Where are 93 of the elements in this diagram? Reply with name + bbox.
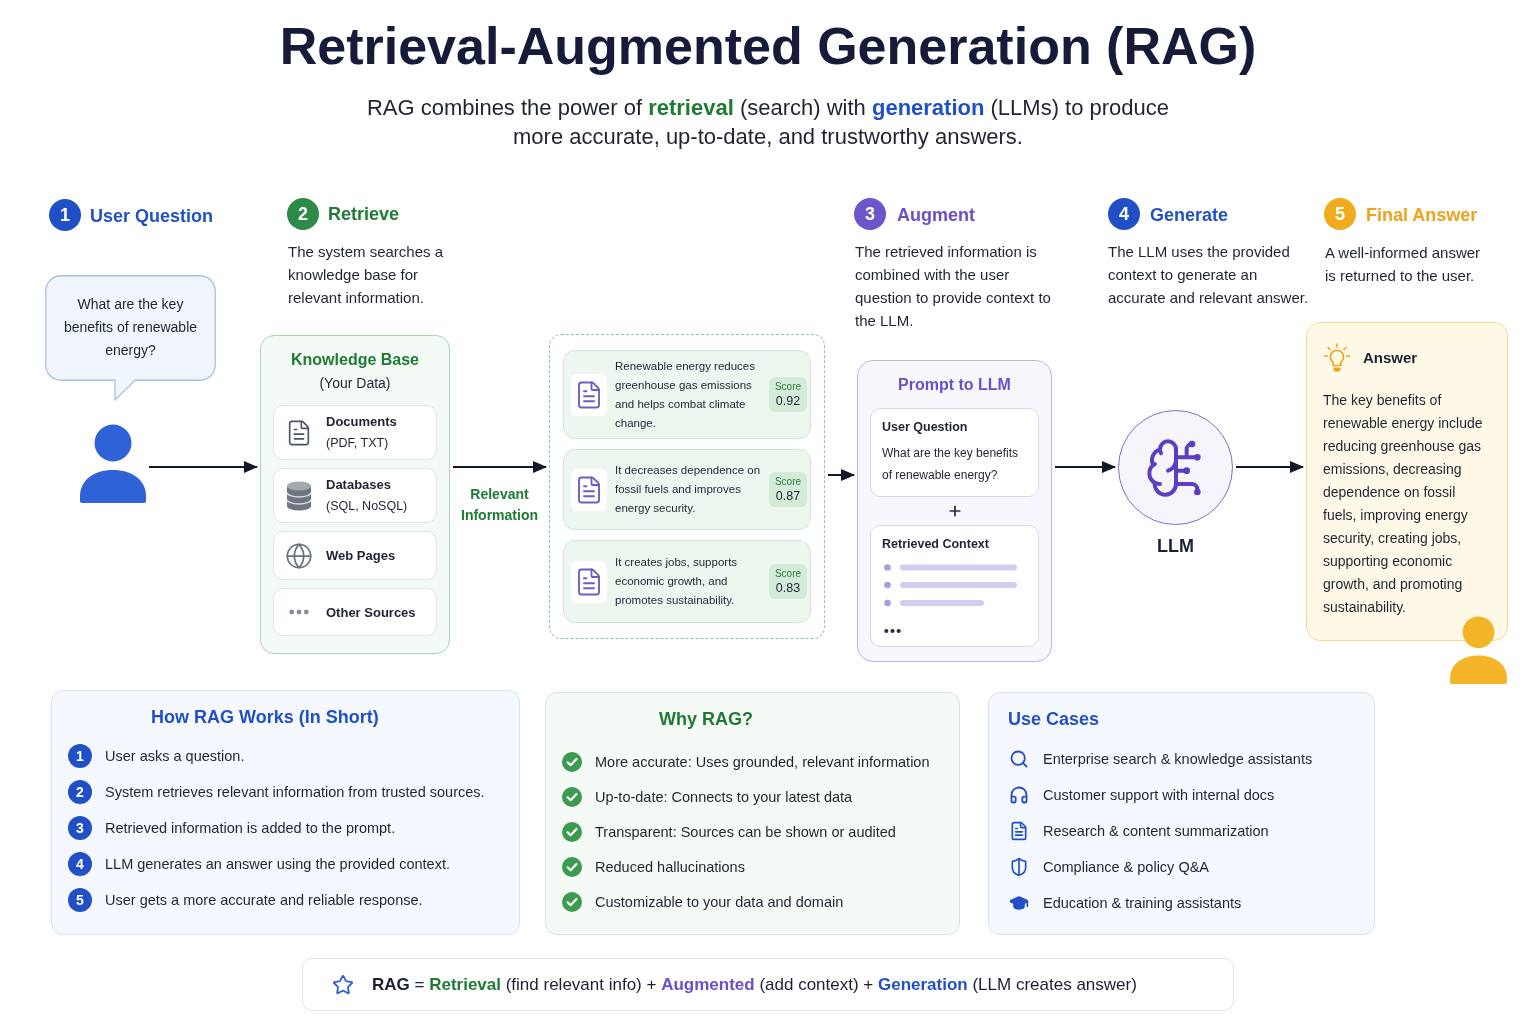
panel-subtitle: (Your Data): [319, 374, 391, 393]
list-item-text: Compliance & policy Q&A: [1043, 858, 1209, 877]
retrieved-results-panel: [549, 334, 825, 639]
list-item-text: User gets a more accurate and reliable response.: [105, 891, 423, 910]
section-title: User Question: [882, 419, 969, 436]
arrow: [1054, 461, 1116, 473]
source-formats: (PDF, TXT): [326, 435, 390, 452]
step-description: The retrieved information is combined with the user question to provide context to the LLM.: [855, 242, 1052, 331]
step-title: Generate: [1150, 204, 1229, 227]
list-item-text: Retrieved information is added to the prompt.: [105, 819, 396, 838]
step-number: 5: [68, 888, 92, 912]
step-description: The system searches a knowledge base for relevant information.: [288, 242, 445, 308]
answer-text: The key benefits of renewable energy include reducing greenhouse gas emissions, decreasing dependence on fossil fuels, improving energy security, creating jobs, supporting economic growth, and promoting sustainability.: [1323, 391, 1484, 617]
chunk-text: It decreases dependence on fossil fuels and improves energy security.: [615, 463, 761, 516]
score-tag: [769, 472, 807, 507]
source-name: Web Pages: [326, 547, 396, 565]
score-value: 0.87: [775, 487, 801, 504]
title: Retrieval-Augmented Generation (RAG): [279, 16, 1257, 77]
arrow: [827, 469, 855, 481]
source-name: Documents: [326, 413, 397, 431]
chunk-text: Renewable energy reduces greenhouse gas emissions and helps combat climate change.: [615, 358, 756, 431]
source-card: [273, 588, 437, 636]
step-number: 2: [287, 198, 319, 230]
speech-bubble: [45, 275, 216, 402]
list-item-text: More accurate: Uses grounded, relevant information: [595, 753, 930, 772]
retrieved-chunk-card: [563, 540, 811, 623]
source-name: Other Sources: [326, 603, 416, 622]
list-item-text: Transparent: Sources can be shown or audited: [595, 823, 896, 842]
source-card: [273, 405, 437, 460]
panel-title: How RAG Works (In Short): [151, 706, 380, 729]
score-tag: [769, 377, 807, 412]
summary-panel: [51, 690, 520, 935]
list-item-text: Customizable to your data and domain: [595, 893, 844, 912]
step-number: 1: [49, 199, 81, 231]
step-number: 1: [68, 744, 92, 768]
panel-title: Why RAG?: [659, 708, 754, 731]
step-number: 3: [854, 198, 886, 230]
step-number: 3: [68, 816, 92, 840]
source-card: [273, 468, 437, 523]
list-item-text: System retrieves relevant information from trusted sources.: [105, 783, 485, 802]
score-value: 0.92: [775, 392, 801, 409]
subtitle: RAG combines the power of retrieval (search) with generation (LLMs) to produce more accurate, up-to-date, and trustworthy answers.: [365, 94, 1171, 151]
section-title: Retrieved Context: [882, 536, 990, 553]
question-text: What are the key benefits of renewable energy?: [62, 295, 199, 360]
retrieved-chunk-card: [563, 350, 811, 439]
answer-title: Answer: [1363, 348, 1418, 368]
source-name: Databases: [326, 476, 393, 494]
step-number: 5: [1324, 198, 1356, 230]
prompt-section-card: [870, 525, 1039, 647]
list-item-text: Enterprise search & knowledge assistants: [1043, 750, 1313, 769]
list-item-text: Customer support with internal docs: [1043, 786, 1275, 805]
benefits-panel: [545, 692, 960, 935]
node-label: LLM: [1157, 535, 1194, 557]
list-item-text: Research & content summarization: [1043, 822, 1269, 841]
step-title: User Question: [90, 205, 214, 228]
score-label: Score: [774, 475, 802, 488]
list-item-text: User asks a question.: [105, 747, 245, 766]
arrow: [148, 461, 258, 473]
step-title: Augment: [897, 204, 975, 227]
knowledge-base-panel: [260, 335, 450, 654]
section-text: What are the key benefits of renewable energy?: [882, 445, 1020, 484]
formula-text: RAG = Retrieval (find relevant info) + Augmented (add context) + Generation (LLM creates answer): [372, 973, 1137, 996]
step-number: 4: [68, 852, 92, 876]
step-number: 2: [68, 780, 92, 804]
step-description: The LLM uses the provided context to generate an accurate and relevant answer.: [1108, 242, 1310, 308]
panel-title: Use Cases: [1008, 708, 1101, 731]
source-formats: (SQL, NoSQL): [326, 498, 408, 515]
formula-bar: [302, 958, 1234, 1011]
edge-label: Relevant Information: [460, 485, 539, 525]
step-title: Final Answer: [1366, 204, 1478, 227]
step-number: 4: [1108, 198, 1140, 230]
person-icon: [80, 424, 146, 503]
score-label: Score: [774, 380, 802, 393]
score-value: 0.83: [775, 579, 801, 596]
list-item-text: Reduced hallucinations: [595, 858, 745, 877]
retrieved-chunk-card: [563, 449, 811, 530]
score-label: Score: [774, 567, 802, 580]
list-item-text: Up-to-date: Connects to your latest data: [595, 788, 853, 807]
score-tag: [769, 564, 807, 599]
panel-title: Knowledge Base: [291, 350, 419, 370]
panel-title: Prompt to LLM: [898, 375, 1011, 395]
arrow: [1235, 461, 1304, 473]
step-title: Retrieve: [328, 203, 400, 226]
source-card: [273, 531, 437, 580]
list-item-text: Education & training assistants: [1043, 894, 1242, 913]
arrow: [452, 461, 547, 473]
use-cases-panel: [988, 692, 1375, 935]
prompt-panel: [857, 360, 1052, 662]
list-item-text: LLM generates an answer using the provided context.: [105, 855, 450, 874]
chunk-text: It creates jobs, supports economic growth, and promotes sustainability.: [615, 555, 739, 608]
prompt-section-card: [870, 408, 1039, 497]
step-description: A well-informed answer is returned to the user.: [1325, 243, 1482, 286]
answer-card: [1306, 322, 1508, 641]
